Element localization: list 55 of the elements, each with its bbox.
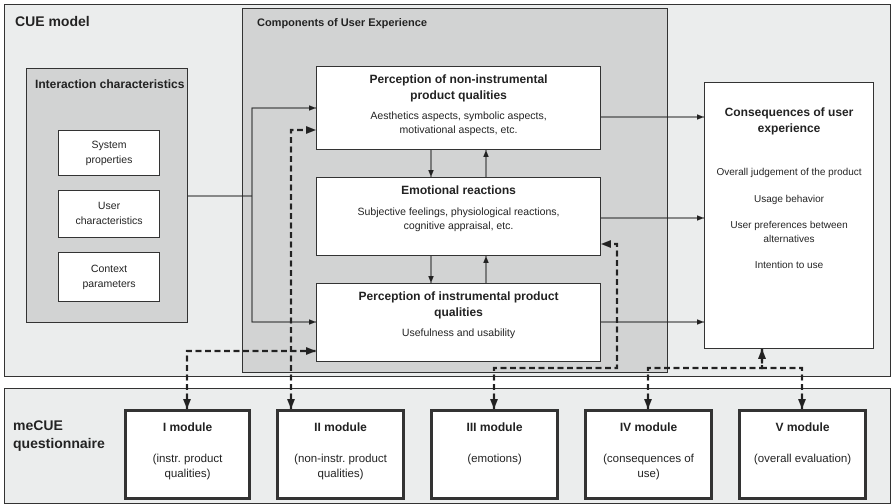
list-item: Usage behavior bbox=[754, 192, 824, 206]
group-title: Components of User Experience bbox=[257, 17, 428, 31]
process-box bbox=[316, 177, 601, 256]
module-title: II module bbox=[314, 420, 367, 436]
module-box bbox=[124, 409, 251, 500]
box-text: Context parameters bbox=[81, 262, 137, 292]
box-text: Usefulness and usability bbox=[402, 326, 516, 340]
process-box bbox=[316, 283, 601, 362]
list-item: User preferences between alternatives bbox=[729, 219, 849, 246]
arrow bbox=[428, 150, 434, 178]
arrow bbox=[483, 150, 489, 178]
process-box bbox=[58, 190, 160, 238]
dashed-arrow bbox=[183, 347, 316, 409]
box-title: Consequences of user experience bbox=[724, 105, 854, 136]
box-title: Emotional reactions bbox=[401, 183, 516, 199]
dashed-arrow bbox=[490, 240, 618, 409]
arrow bbox=[600, 319, 704, 325]
box-text: Aesthetics aspects, symbolic aspects, motivational aspects, etc. bbox=[369, 109, 548, 138]
group-title: Interaction characteristics bbox=[35, 77, 185, 92]
dashed-arrow bbox=[758, 349, 806, 409]
module-box bbox=[738, 409, 867, 500]
module-text: (emotions) bbox=[467, 452, 522, 467]
process-box bbox=[58, 252, 160, 302]
module-text: (non-instr. product qualities) bbox=[293, 452, 388, 482]
module-box bbox=[584, 409, 713, 500]
dashed-arrow bbox=[287, 126, 316, 409]
arrow bbox=[600, 114, 704, 120]
module-title: V module bbox=[775, 420, 830, 436]
list-item: Overall judgement of the product bbox=[716, 166, 862, 180]
module-title: III module bbox=[466, 420, 522, 436]
list-item: Intention to use bbox=[754, 259, 824, 273]
arrow bbox=[483, 256, 489, 284]
box-text: System properties bbox=[84, 138, 134, 168]
box-title: Perception of instrumental product qualities bbox=[357, 289, 560, 320]
box-text: Subjective feelings, physiological reactions, cognitive appraisal, etc. bbox=[356, 204, 560, 233]
module-title: I module bbox=[162, 420, 212, 436]
arrow bbox=[428, 256, 434, 284]
group-panel bbox=[242, 8, 668, 373]
module-box bbox=[430, 409, 559, 500]
group-panel bbox=[26, 68, 188, 323]
arrow bbox=[600, 215, 704, 221]
box-title: Perception of non-instrumental product qualities bbox=[368, 72, 548, 104]
questionnaire-band bbox=[4, 388, 891, 504]
box-text: User characteristics bbox=[74, 199, 144, 229]
module-title: IV module bbox=[620, 420, 678, 436]
module-text: (overall evaluation) bbox=[754, 452, 852, 467]
module-text: (instr. product qualities) bbox=[152, 452, 224, 482]
module-box bbox=[276, 409, 405, 500]
model-band bbox=[4, 4, 891, 377]
group-title: meCUE questionnaire bbox=[13, 417, 106, 452]
process-box bbox=[58, 130, 160, 176]
process-box bbox=[704, 82, 874, 349]
process-box bbox=[316, 66, 601, 150]
group-title: CUE model bbox=[15, 13, 91, 30]
module-text: (consequences of use) bbox=[602, 452, 695, 482]
